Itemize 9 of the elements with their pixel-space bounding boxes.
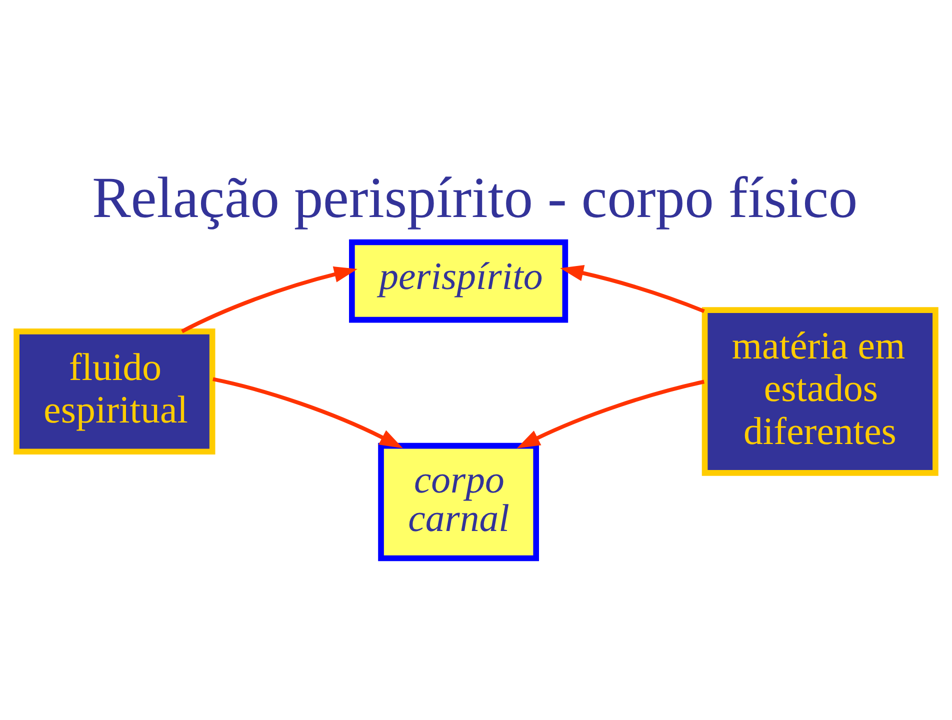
node-box: matéria em estados diferentes bbox=[702, 306, 938, 476]
arrow bbox=[516, 379, 705, 448]
arrow bbox=[212, 376, 403, 448]
arrow bbox=[181, 266, 358, 333]
node-box: perispírito bbox=[349, 238, 568, 322]
arrow bbox=[560, 264, 705, 313]
node-box: fluido espiritual bbox=[14, 328, 216, 454]
diagram-title: Relação perispírito - corpo físico bbox=[92, 164, 858, 230]
node-box: corpo carnal bbox=[378, 442, 539, 561]
